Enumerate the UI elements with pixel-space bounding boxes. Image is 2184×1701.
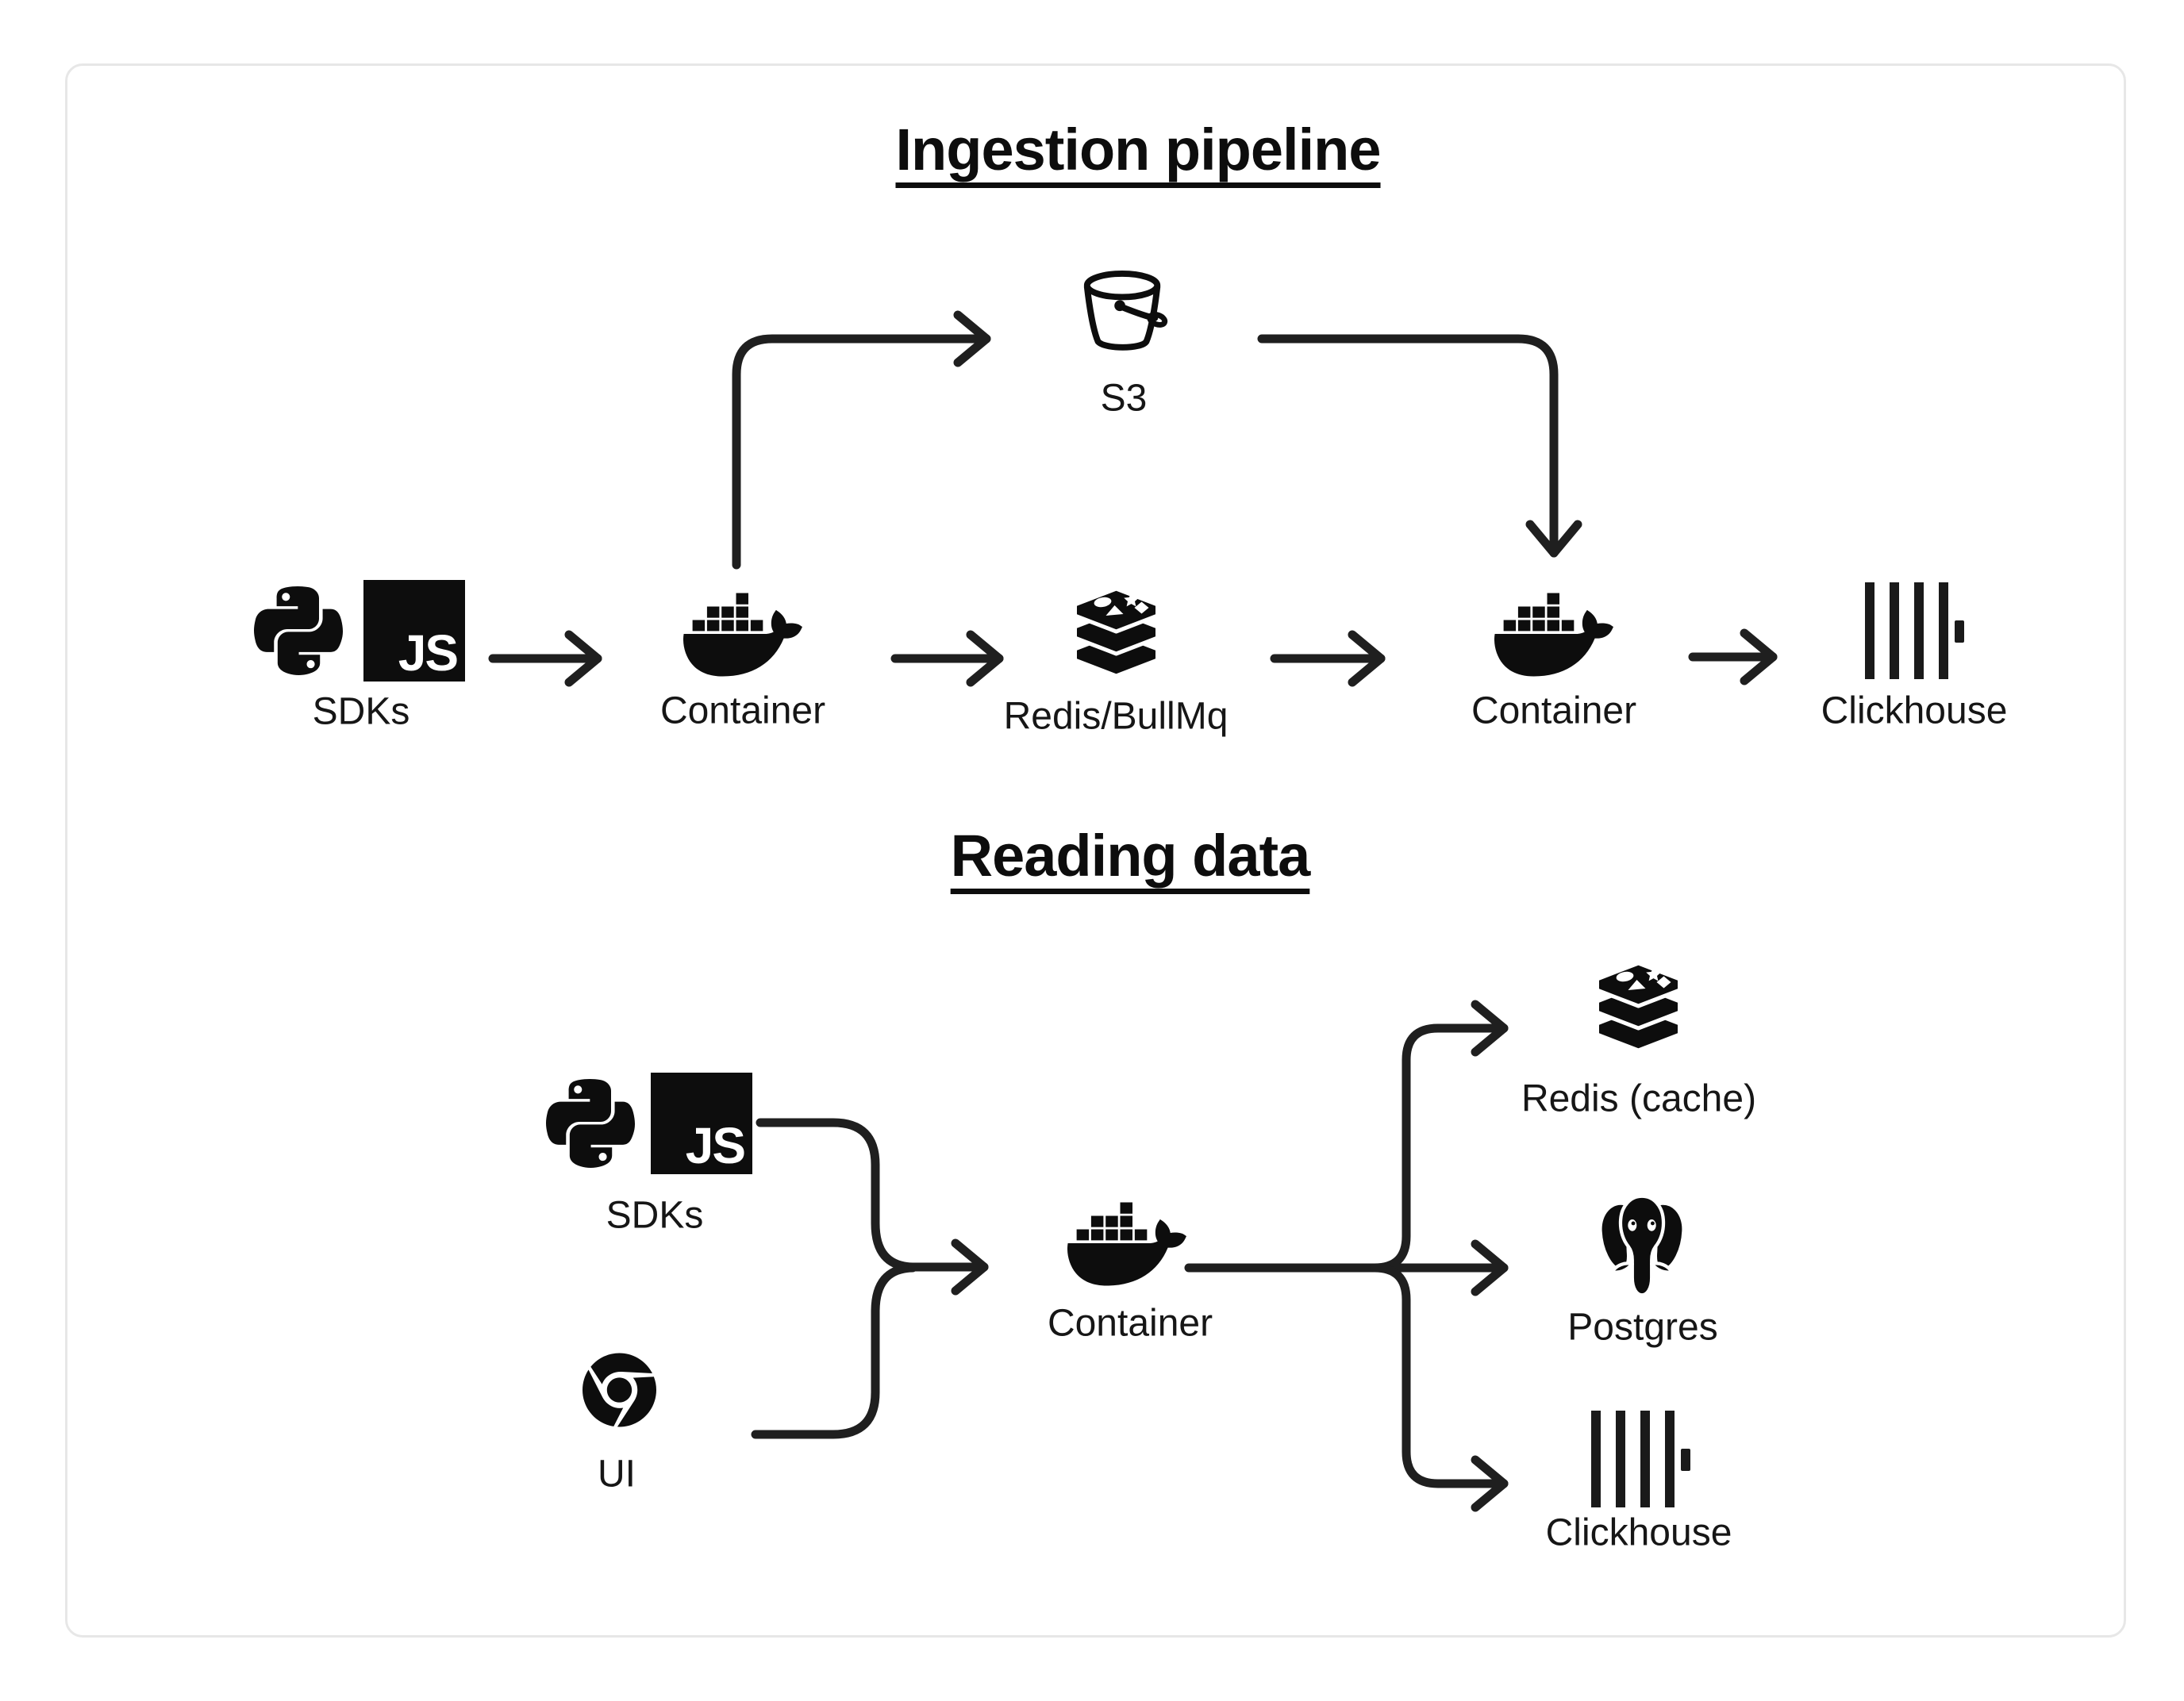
redis-cache-label: Redis (cache) <box>1521 1077 1757 1120</box>
python-icon <box>546 1079 635 1168</box>
s3-bucket-icon <box>1083 270 1168 351</box>
reading-sdks-label: SDKs <box>606 1194 704 1237</box>
javascript-icon: JS <box>651 1073 752 1174</box>
ingestion-container1-label: Container <box>659 689 826 732</box>
javascript-icon: JS <box>363 580 465 682</box>
reading-container-label: Container <box>1047 1302 1213 1345</box>
postgres-label: Postgres <box>1567 1306 1718 1349</box>
reading-data-title: Reading data <box>950 823 1311 889</box>
ingestion-sdks-label: SDKs <box>312 690 410 733</box>
javascript-icon-text: JS <box>398 624 459 682</box>
s3-label: S3 <box>1100 377 1148 420</box>
clickhouse-icon <box>1865 582 1964 679</box>
reading-clickhouse-label: Clickhouse <box>1545 1511 1732 1554</box>
redis-icon <box>1073 586 1159 678</box>
redis-bullmq-label: Redis/BullMq <box>1003 695 1228 738</box>
ingestion-clickhouse-label: Clickhouse <box>1821 689 2008 732</box>
python-icon <box>254 586 343 675</box>
redis-icon <box>1595 961 1682 1053</box>
ingestion-container2-label: Container <box>1471 689 1637 732</box>
postgres-icon <box>1598 1194 1686 1297</box>
chrome-icon <box>583 1353 656 1427</box>
javascript-icon-text: JS <box>685 1116 746 1174</box>
docker-icon <box>1067 1202 1186 1286</box>
ingestion-pipeline-title: Ingestion pipeline <box>895 117 1381 182</box>
docker-icon <box>1494 593 1613 677</box>
docker-icon <box>683 593 802 677</box>
ui-label: UI <box>598 1453 636 1496</box>
clickhouse-icon <box>1591 1411 1690 1507</box>
